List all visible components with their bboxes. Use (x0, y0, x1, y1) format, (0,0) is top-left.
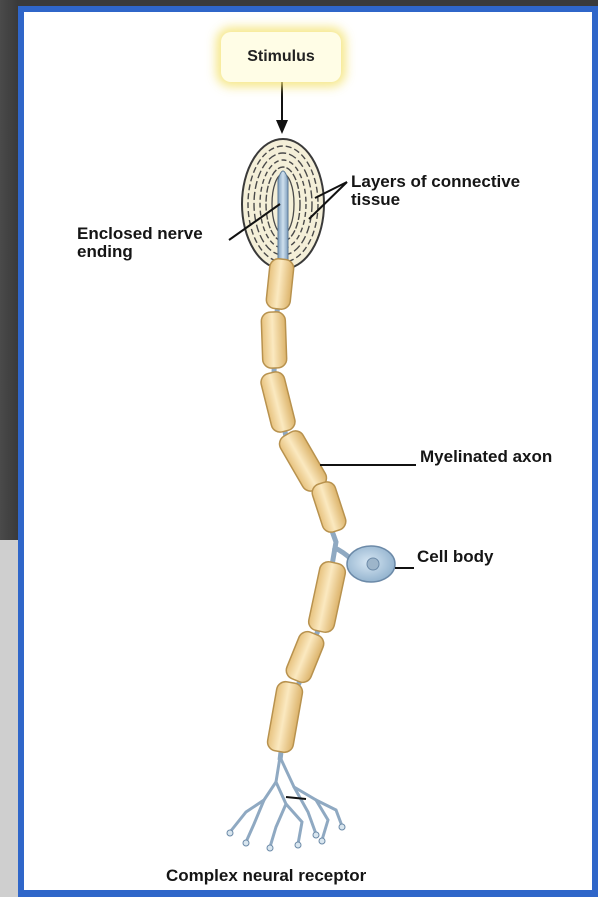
frame-top-edge (0, 0, 598, 6)
myelin-segment (266, 680, 304, 753)
myelinated-axon-label: Myelinated axon (420, 448, 552, 466)
stimulus-label: Stimulus (247, 48, 315, 66)
nerve-ending-label-line2: ending (77, 243, 133, 261)
myelin-segment (265, 258, 294, 310)
branch-tips (227, 824, 345, 851)
leader-branch-mark (286, 797, 306, 799)
terminal-branches (230, 757, 342, 847)
connective-tissue-label-line1: Layers of connective (351, 173, 520, 191)
myelin-segment (261, 312, 287, 369)
stimulus-box: Stimulus (221, 32, 341, 82)
myelin-segment (259, 370, 297, 434)
diagram-panel: Stimulus Layers of connective tissue Enc… (24, 12, 592, 890)
stimulus-arrow-head (276, 120, 288, 134)
myelin-segment (307, 560, 347, 634)
myelin-segment (310, 480, 348, 535)
nerve-ending-label-line1: Enclosed nerve (77, 225, 203, 243)
diagram-caption: Complex neural receptor (166, 867, 366, 885)
cell-body-label: Cell body (417, 548, 494, 566)
cell-nucleus (367, 558, 379, 570)
frame-left-edge-dark (0, 0, 18, 560)
connective-tissue-label-line2: tissue (351, 191, 400, 209)
myelin-sheath-segments (259, 258, 348, 754)
myelin-segment (284, 629, 327, 685)
frame-left-edge-light (0, 540, 18, 897)
enclosed-nerve-ending (278, 171, 288, 270)
